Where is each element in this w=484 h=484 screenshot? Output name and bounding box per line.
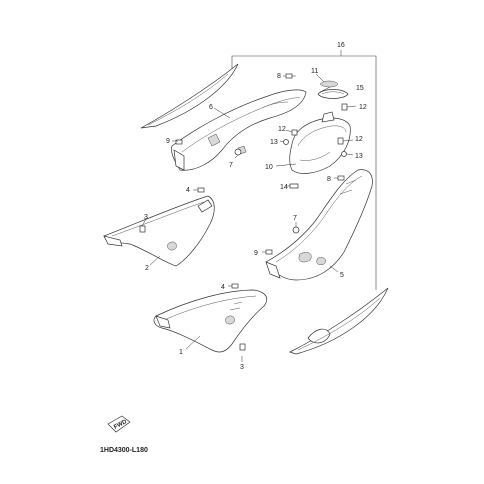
bolt-9-left bbox=[175, 139, 183, 145]
diagram-code: 1HD4300-L180 bbox=[100, 447, 148, 454]
decal-left bbox=[140, 63, 239, 129]
bolt-3-lower bbox=[239, 343, 246, 351]
callout-numbers: 16 8 11 15 6 12 12 12 9 13 13 7 10 8 14 … bbox=[144, 42, 367, 371]
callout-13-a: 13 bbox=[270, 139, 278, 146]
callout-9-upper: 9 bbox=[166, 138, 170, 145]
callout-8-right: 8 bbox=[327, 176, 331, 183]
callout-9-right: 9 bbox=[254, 250, 258, 257]
hardware-pieces bbox=[139, 73, 348, 351]
clip-12-c bbox=[337, 137, 344, 145]
callout-12-a: 12 bbox=[359, 104, 367, 111]
side-cover-right bbox=[265, 169, 373, 281]
clip-12-b bbox=[291, 129, 298, 136]
side-cover-upper-left bbox=[171, 89, 307, 171]
callout-12-b: 12 bbox=[278, 126, 286, 133]
side-cover-lower bbox=[153, 289, 268, 353]
callout-1: 1 bbox=[179, 349, 183, 356]
callout-4-upper: 4 bbox=[186, 187, 190, 194]
leader-lines bbox=[141, 73, 357, 362]
fwd-badge: FWD bbox=[107, 415, 131, 433]
bolt-4-lower bbox=[231, 283, 239, 289]
callout-10: 10 bbox=[265, 164, 273, 171]
callout-13-b: 13 bbox=[355, 153, 363, 160]
callout-6: 6 bbox=[209, 104, 213, 111]
bolt-8-right bbox=[337, 175, 345, 181]
callout-7-right: 7 bbox=[293, 215, 297, 222]
bolt-9-right bbox=[265, 249, 273, 255]
callout-3-upper: 3 bbox=[144, 214, 148, 221]
bolt-4-left bbox=[197, 187, 205, 193]
callout-12-c: 12 bbox=[355, 136, 363, 143]
tank-body bbox=[289, 111, 351, 174]
callout-5: 5 bbox=[340, 272, 344, 279]
callout-16: 16 bbox=[337, 42, 345, 49]
screw-13-a bbox=[283, 139, 289, 145]
cap-and-seal bbox=[317, 80, 349, 99]
grommet-7-right bbox=[292, 226, 300, 234]
callout-7-upper: 7 bbox=[229, 162, 233, 169]
clip-12-a bbox=[341, 103, 348, 111]
callout-2: 2 bbox=[145, 265, 149, 272]
bolt-8-upper bbox=[285, 73, 296, 79]
assembly-bracket-16 bbox=[231, 50, 377, 290]
callout-15: 15 bbox=[356, 85, 364, 92]
bolt-3-upper bbox=[139, 225, 146, 233]
callout-8-upper: 8 bbox=[277, 73, 281, 80]
side-cover-lower-left bbox=[103, 195, 215, 267]
callout-11: 11 bbox=[311, 68, 318, 75]
screw-13-b bbox=[341, 151, 347, 157]
callout-14: 14 bbox=[280, 184, 288, 191]
grommet-7-upper bbox=[234, 148, 242, 156]
callout-3-lower: 3 bbox=[240, 364, 244, 371]
callout-4-lower: 4 bbox=[221, 284, 225, 291]
decal-right bbox=[289, 287, 389, 355]
clip-14 bbox=[289, 183, 299, 189]
fwd-arrow-icon bbox=[107, 415, 131, 433]
